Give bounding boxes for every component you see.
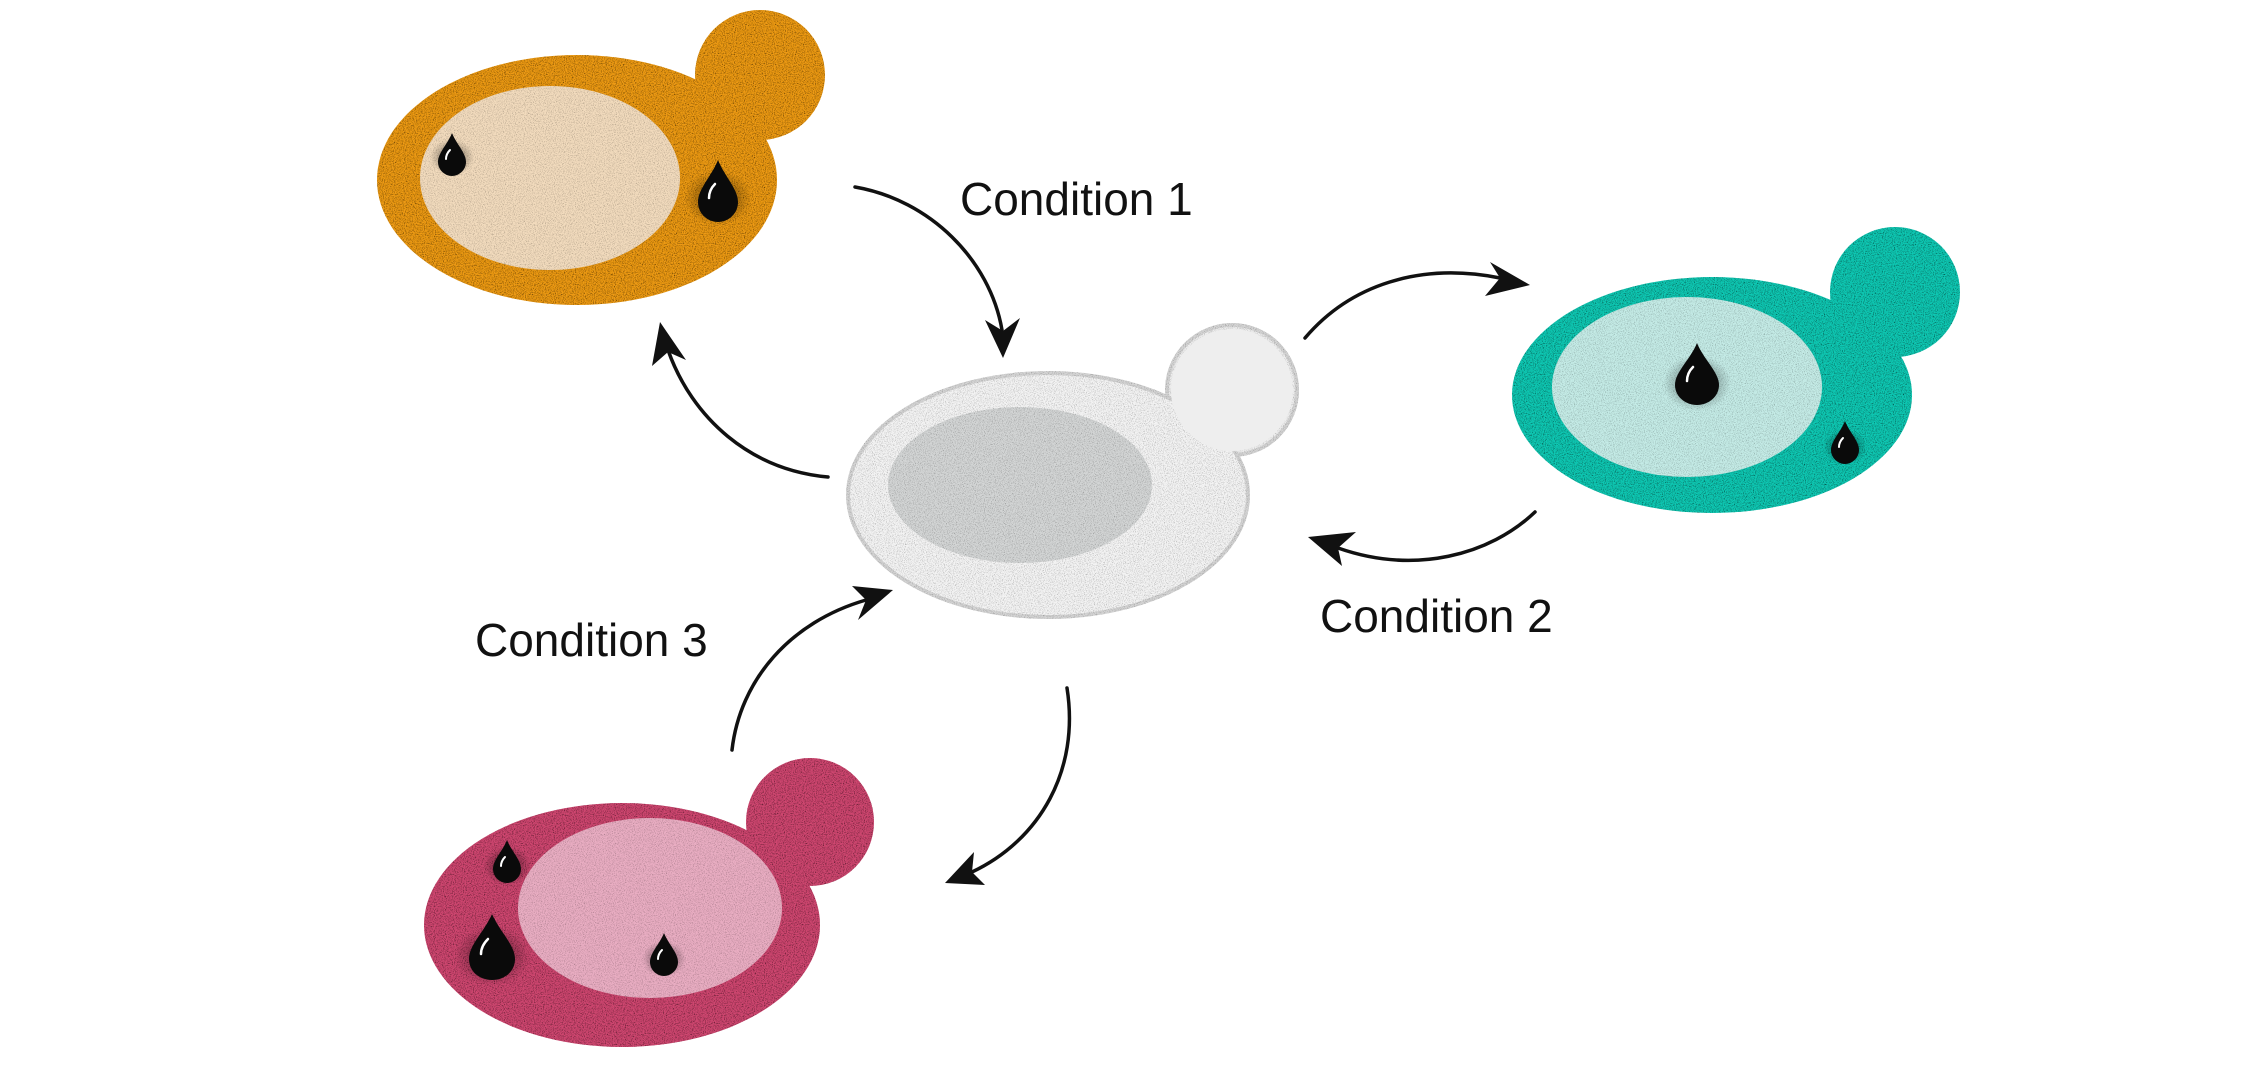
condition-3-label: Condition 3 <box>475 614 708 666</box>
condition-2-label: Condition 2 <box>1320 590 1553 642</box>
arrow-center-to-teal <box>1303 262 1530 340</box>
cell-pink-nucleus <box>518 818 782 998</box>
cell-orange <box>377 10 825 305</box>
droplet-icon <box>454 914 530 986</box>
arrow-center-to-pink <box>945 686 1072 885</box>
cell-teal <box>1512 227 1960 513</box>
arrow-center-to-orange <box>652 322 830 479</box>
droplet-icon <box>684 160 752 226</box>
droplet-icon <box>1823 421 1867 465</box>
arrow-orange-to-center <box>853 185 1020 358</box>
condition-1-label: Condition 1 <box>960 173 1193 225</box>
cell-pink <box>424 758 874 1047</box>
arrow-teal-to-center <box>1308 510 1537 566</box>
cell-center <box>846 323 1299 619</box>
droplet-icon <box>483 840 531 886</box>
cell-orange-nucleus <box>420 86 680 270</box>
cell-center-nucleus <box>888 407 1152 563</box>
droplet-icon <box>642 933 686 977</box>
droplet-icon <box>430 133 474 176</box>
droplet-icon <box>1663 343 1731 411</box>
arrow-pink-to-center <box>730 586 893 752</box>
